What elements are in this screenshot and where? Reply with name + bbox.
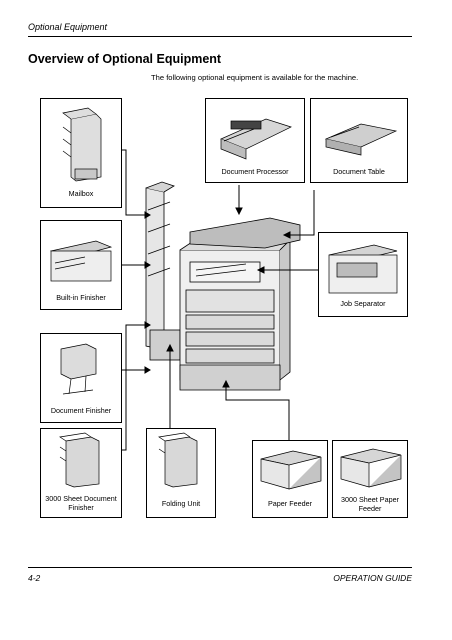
page-title: Overview of Optional Equipment	[28, 52, 222, 66]
sheet-3000-paper-feeder-box: 3000 Sheet Paper Feeder	[332, 440, 408, 518]
main-machine-illustration	[145, 181, 301, 391]
document-processor-illustration	[220, 118, 292, 160]
header-rule	[28, 36, 412, 37]
document-finisher-illustration	[60, 343, 97, 395]
sheet-3000-finisher-illustration	[59, 432, 100, 488]
built-in-finisher-box: Built-in Finisher	[40, 220, 122, 310]
sheet-3000-paper-feeder-illustration	[340, 448, 402, 488]
connector-arrows	[122, 149, 318, 451]
sheet-3000-finisher-box: 3000 Sheet Document Finisher	[40, 428, 122, 518]
document-processor-label: Document Processor	[221, 167, 289, 176]
built-in-finisher-label: Built-in Finisher	[56, 293, 106, 302]
intro-text: The following optional equipment is avai…	[151, 73, 359, 82]
paper-feeder-label: Paper Feeder	[268, 499, 312, 508]
job-separator-illustration	[328, 244, 398, 294]
running-header: Optional Equipment	[28, 22, 108, 32]
guide-title: OPERATION GUIDE	[333, 573, 412, 583]
document-table-box: Document Table	[310, 98, 408, 183]
document-processor-box: Document Processor	[205, 98, 305, 183]
page-number: 4-2	[28, 573, 41, 583]
sheet-3000-paper-feeder-label: 3000 Sheet Paper Feeder	[341, 495, 399, 513]
job-separator-label: Job Separator	[340, 299, 386, 308]
document-table-illustration	[324, 123, 398, 156]
document-table-label: Document Table	[333, 167, 385, 176]
mailbox-box: Mailbox	[40, 98, 122, 208]
job-separator-box: Job Separator	[318, 232, 408, 317]
built-in-finisher-illustration	[50, 240, 113, 282]
document-finisher-label: Document Finisher	[50, 406, 112, 415]
paper-feeder-box: Paper Feeder	[252, 440, 328, 518]
mailbox-illustration	[62, 107, 102, 182]
sheet-3000-finisher-label: 3000 Sheet Document Finisher	[45, 494, 117, 512]
folding-unit-box: Folding Unit	[146, 428, 216, 518]
mailbox-label: Mailbox	[68, 189, 94, 198]
document-finisher-box: Document Finisher	[40, 333, 122, 423]
folding-unit-illustration	[158, 432, 198, 488]
folding-unit-label: Folding Unit	[161, 499, 201, 508]
paper-feeder-illustration	[260, 450, 322, 490]
footer-rule	[28, 567, 412, 568]
